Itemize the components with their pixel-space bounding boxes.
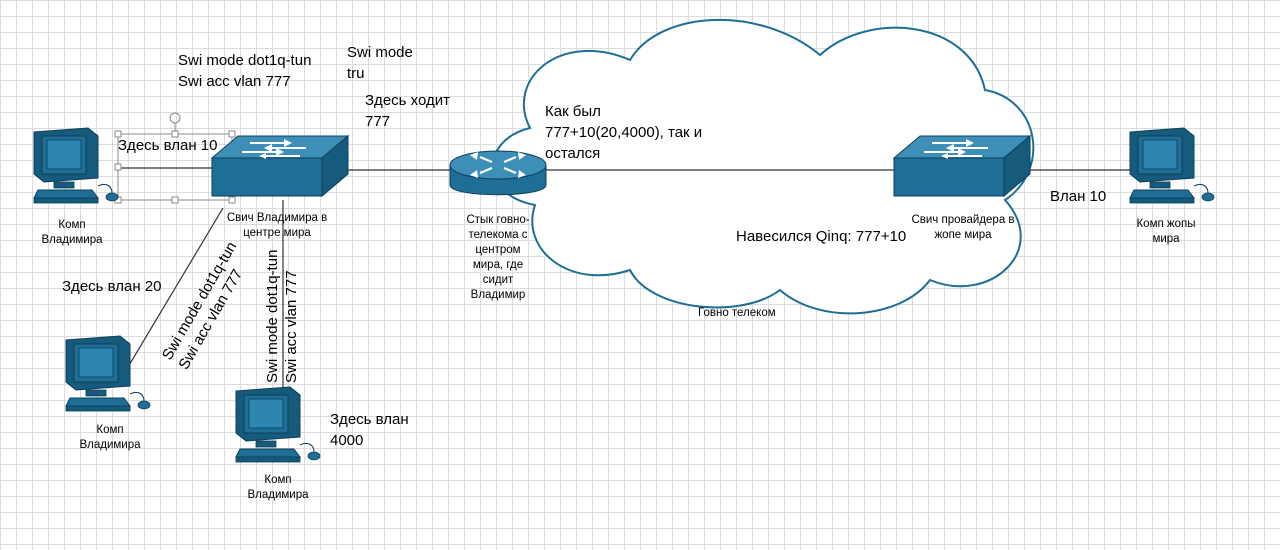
trunk-vlan-label: Здесь ходит 777 (365, 92, 450, 130)
cloud-note-label: Как был 777+10(20,4000), так и остался (545, 103, 703, 162)
config-label-vertical: Swi mode dot1q-tun Swi acc vlan 777 (264, 249, 300, 383)
pc-mid-icon[interactable] (65, 335, 151, 412)
pc-right-icon[interactable] (1129, 127, 1215, 204)
pc-right-label: Комп жопы мира (1136, 218, 1196, 245)
selection-box (114, 112, 236, 204)
qinq-label: Навесился Qinq: 777+10 (736, 228, 907, 245)
cloud-shape (492, 19, 1035, 315)
switch-vladimir-label: Свич Владимира в центре мира (226, 212, 328, 239)
pc-left-label: Комп Владимира (41, 219, 103, 246)
vlan10-left-label[interactable]: Здесь влан 10 (118, 137, 218, 154)
router-label: Стык говно- телекома с центром мира, где… (466, 214, 530, 301)
config-label-top: Swi mode dot1q-tun Swi acc vlan 777 (178, 52, 312, 90)
pc-mid-label: Комп Владимира (79, 424, 141, 451)
trunk-config-label: Swi mode tru (347, 44, 413, 82)
switch-provider-label: Свич провайдера в жопе мира (911, 214, 1015, 241)
link-lines (118, 167, 1130, 392)
vlan4000-label: Здесь влан 4000 (330, 411, 409, 449)
pc-bottom-icon[interactable] (235, 386, 321, 463)
router-icon[interactable] (449, 150, 547, 196)
switch-vladimir-icon[interactable] (211, 135, 349, 197)
switch-provider-icon[interactable] (893, 135, 1031, 197)
pc-bottom-label: Комп Владимира (247, 474, 309, 501)
vlan10-right-label: Влан 10 (1050, 188, 1107, 205)
cloud-name-label: Говно телеком (698, 307, 776, 319)
pc-left-icon[interactable] (33, 127, 119, 204)
vlan20-label: Здесь влан 20 (62, 278, 162, 295)
